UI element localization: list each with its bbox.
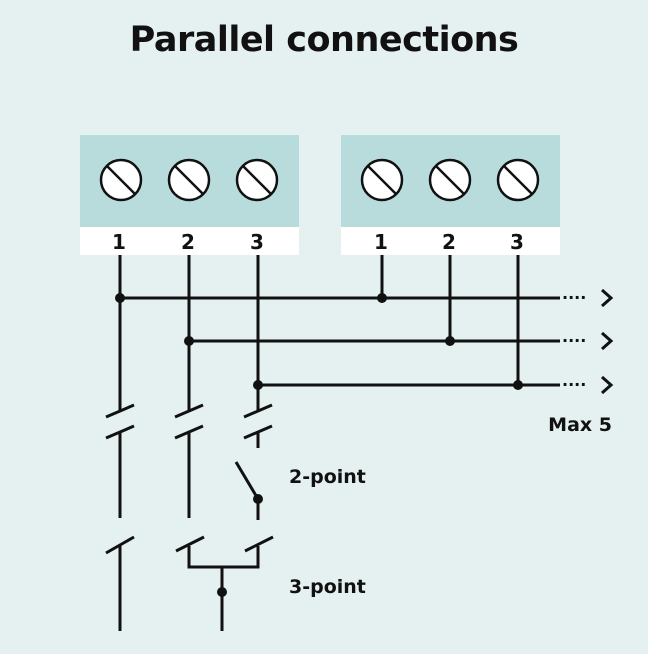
column-2-wiring bbox=[174, 255, 205, 567]
switch-contact-icon bbox=[234, 461, 260, 500]
column-1-wiring bbox=[105, 255, 135, 631]
terminal-label: 3 bbox=[250, 230, 264, 254]
continuation-2: ···· bbox=[562, 331, 614, 351]
screw-terminal-icon bbox=[496, 158, 540, 202]
terminal-label: 3 bbox=[510, 230, 524, 254]
screw-terminal-icon bbox=[99, 158, 143, 202]
terminal-label: 2 bbox=[181, 230, 195, 254]
switch-contact-icon bbox=[244, 535, 274, 553]
three-point-label: 3-point bbox=[289, 576, 366, 598]
bus-lines bbox=[120, 296, 560, 387]
terminal-label: 2 bbox=[442, 230, 456, 254]
terminal-block-2: 1 2 3 bbox=[341, 135, 560, 255]
switch-contact-icon bbox=[243, 403, 273, 419]
column-3-wiring bbox=[187, 255, 274, 631]
junction-dots bbox=[115, 293, 523, 597]
arrow-right-icon bbox=[601, 331, 614, 351]
screw-terminal-icon bbox=[360, 158, 404, 202]
diagram-title: Parallel connections bbox=[129, 20, 519, 60]
continuation-1: ···· bbox=[562, 288, 614, 308]
continuation-dots: ···· bbox=[562, 331, 586, 350]
continuation-3: ···· bbox=[562, 375, 614, 395]
terminal-block-1: 1 2 3 bbox=[80, 135, 299, 255]
terminal-label: 1 bbox=[112, 230, 126, 254]
continuation-dots: ···· bbox=[562, 288, 586, 307]
arrow-right-icon bbox=[601, 288, 614, 308]
two-point-label: 2-point bbox=[289, 466, 366, 488]
switch-contact-icon bbox=[105, 403, 135, 419]
arrow-right-icon bbox=[601, 375, 614, 395]
max-label: Max 5 bbox=[548, 414, 612, 436]
terminal-label: 1 bbox=[374, 230, 388, 254]
switch-contact-icon bbox=[174, 403, 204, 419]
switch-contact-icon bbox=[175, 535, 205, 553]
screw-terminal-icon bbox=[167, 158, 211, 202]
screw-terminal-icon bbox=[428, 158, 472, 202]
screw-terminal-icon bbox=[235, 158, 279, 202]
continuation-dots: ···· bbox=[562, 375, 586, 394]
